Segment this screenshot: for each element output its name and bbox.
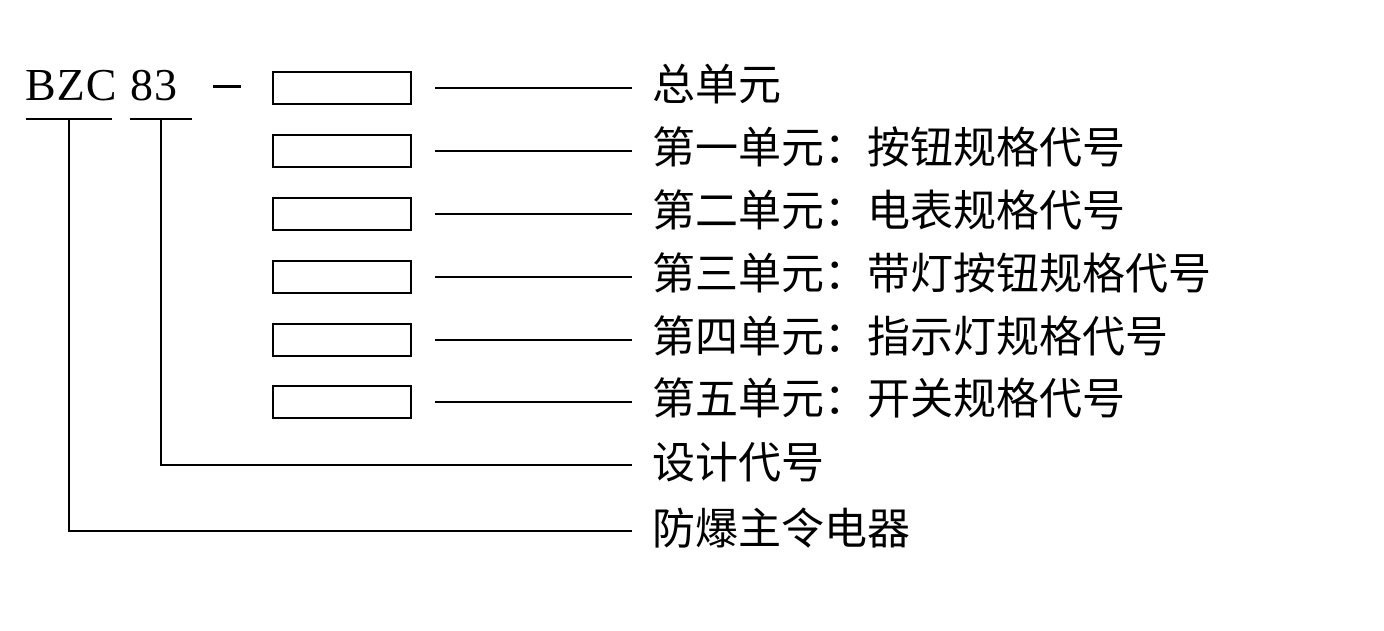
unit-leader-line bbox=[435, 213, 632, 215]
spec-box[interactable] bbox=[272, 385, 412, 419]
unit-label-first: 第一单元：按钮规格代号 bbox=[652, 124, 1125, 174]
unit-leader-line bbox=[435, 276, 632, 278]
spec-box[interactable] bbox=[272, 134, 412, 168]
product-name-label: 防爆主令电器 bbox=[652, 505, 910, 555]
unit-label-third: 第三单元：带灯按钮规格代号 bbox=[652, 250, 1211, 300]
unit-leader-line bbox=[435, 401, 632, 403]
spec-box[interactable] bbox=[272, 260, 412, 294]
unit-leader-line bbox=[435, 150, 632, 152]
prefix-leader-horizontal bbox=[68, 530, 632, 532]
spec-box[interactable] bbox=[272, 197, 412, 231]
design-number-leader-horizontal bbox=[160, 464, 632, 466]
model-prefix-text: BZC bbox=[25, 59, 118, 110]
prefix-leader-vertical bbox=[68, 118, 70, 531]
design-number-leader-vertical bbox=[160, 118, 162, 465]
model-separator-dash bbox=[213, 85, 241, 88]
unit-label-fifth: 第五单元：开关规格代号 bbox=[652, 375, 1125, 425]
spec-box[interactable] bbox=[272, 323, 412, 357]
unit-label-total: 总单元 bbox=[652, 61, 781, 111]
unit-label-fourth: 第四单元：指示灯规格代号 bbox=[652, 313, 1168, 363]
unit-label-second: 第二单元：电表规格代号 bbox=[652, 187, 1125, 237]
unit-leader-line bbox=[435, 339, 632, 341]
model-design-number-text: 83 bbox=[130, 59, 178, 110]
design-code-label: 设计代号 bbox=[652, 439, 824, 489]
unit-leader-line bbox=[435, 87, 632, 89]
spec-box[interactable] bbox=[272, 71, 412, 105]
